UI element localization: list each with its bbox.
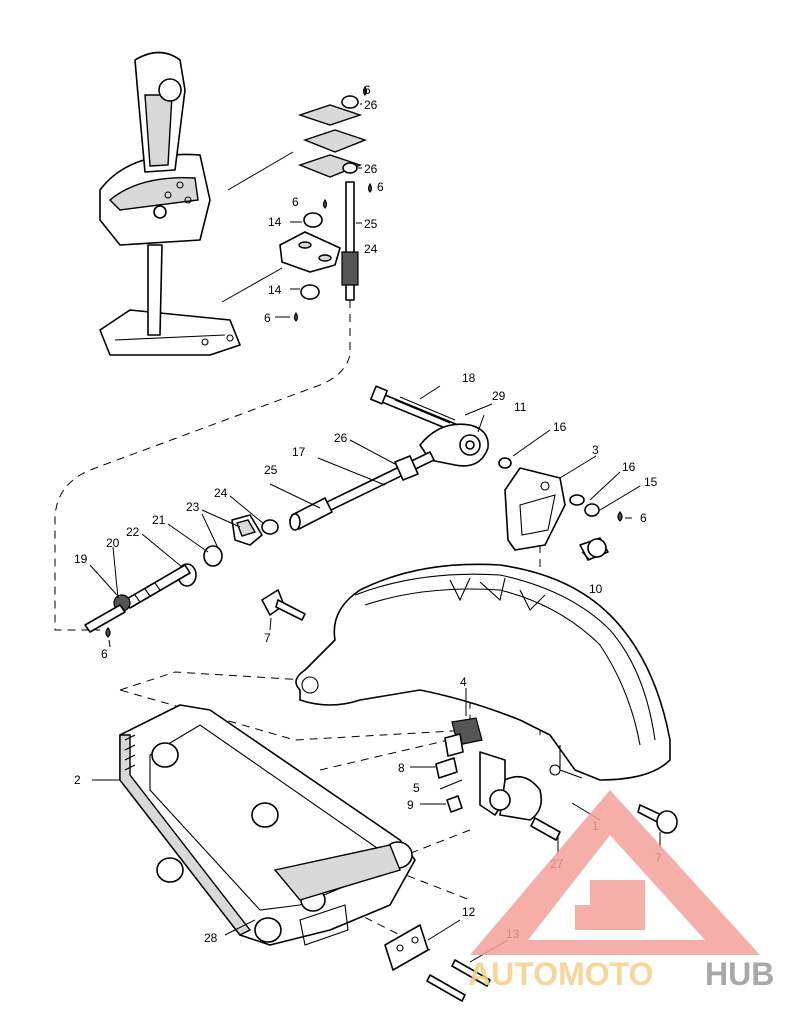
callout-26: 26 <box>364 162 378 176</box>
automotohub-logo: AUTOMOTO HUB <box>468 790 774 992</box>
gearcase-cover <box>295 563 671 781</box>
logo-triangle-icon <box>470 790 760 955</box>
callout-6: 6 <box>640 511 647 525</box>
callout-6: 6 <box>377 180 384 194</box>
callout-10: 10 <box>589 582 603 596</box>
callout-21: 21 <box>152 513 166 527</box>
callout-28: 28 <box>204 931 218 945</box>
callout-15: 15 <box>644 475 658 489</box>
mounting-bracket <box>92 704 416 946</box>
callout-17: 17 <box>292 445 306 459</box>
callout-29: 29 <box>492 389 506 403</box>
switch-parts <box>410 688 601 855</box>
callout-2: 2 <box>74 773 81 787</box>
callout-4: 4 <box>460 675 467 689</box>
callout-6: 6 <box>101 647 108 661</box>
callout-20: 20 <box>106 536 120 550</box>
logo-text-automoto: AUTOMOTO <box>468 956 653 992</box>
cable-end-hardware <box>275 85 373 322</box>
callout-18: 18 <box>462 371 476 385</box>
callout-5: 5 <box>413 781 420 795</box>
screw-7-right <box>637 804 678 848</box>
callout-6: 6 <box>364 83 371 97</box>
callout-24: 24 <box>214 486 228 500</box>
callout-14: 14 <box>268 215 282 229</box>
callout-16: 16 <box>622 460 636 474</box>
callout-6: 6 <box>292 195 299 209</box>
callout-26: 26 <box>364 98 378 112</box>
callout-19: 19 <box>74 552 88 566</box>
callout-7: 7 <box>264 631 271 645</box>
callout-25: 25 <box>264 463 278 477</box>
control-lever-assembly <box>99 51 294 356</box>
callout-23: 23 <box>186 500 200 514</box>
callout-9: 9 <box>407 798 414 812</box>
cable-rod-assembly <box>84 385 641 648</box>
callout-22: 22 <box>126 525 140 539</box>
callout-26: 26 <box>334 431 348 445</box>
callout-16: 16 <box>553 420 567 434</box>
callout-12: 12 <box>462 905 476 919</box>
screw-7-left <box>261 589 306 631</box>
callout-11: 11 <box>514 400 527 414</box>
callout-3: 3 <box>592 443 599 457</box>
callout-14: 14 <box>268 283 282 297</box>
logo-text-hub: HUB <box>705 956 774 992</box>
callout-25: 25 <box>364 217 378 231</box>
callout-24: 24 <box>364 242 378 256</box>
logo-inner-mark <box>575 880 645 930</box>
callout-8: 8 <box>398 761 405 775</box>
callout-6: 6 <box>264 311 271 325</box>
